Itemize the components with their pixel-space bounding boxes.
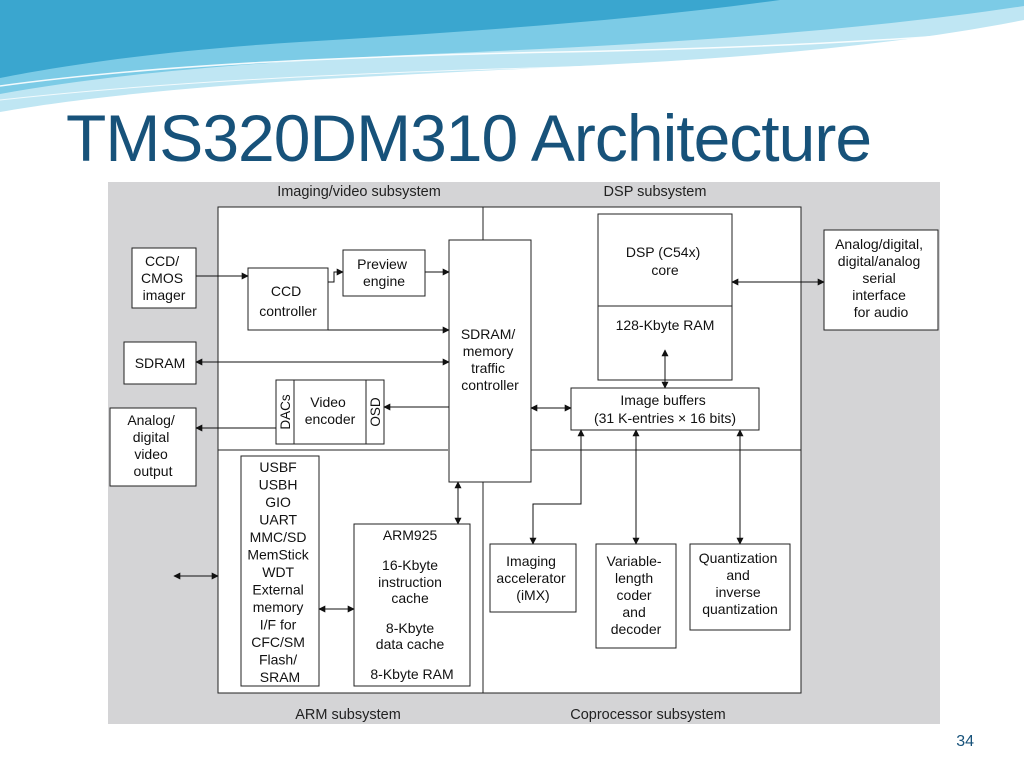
dacs-label: DACs [278, 394, 293, 430]
ccd-imager-box [131, 247, 197, 309]
sdram-box [123, 341, 197, 385]
dsp-ram-label: 128-Kbyte RAM [616, 317, 715, 333]
page-number: 34 [956, 733, 974, 750]
section-label-imaging-video: Imaging/video subsystem [277, 184, 441, 200]
section-label-dsp: DSP subsystem [604, 184, 707, 200]
preview-engine-label: Preview engine [357, 256, 411, 289]
sdram-controller-box [448, 239, 532, 483]
arrow-ccd-controller-to-preview [328, 268, 344, 283]
header-wave-decoration [0, 0, 1024, 112]
section-label-coprocessor: Coprocessor subsystem [570, 707, 726, 723]
sdram-controller-label: SDRAM/ memory traffic controller [461, 326, 519, 393]
quantization-label: Quantization and inverse quantization [699, 550, 782, 617]
architecture-diagram: Imaging/video subsystem DSP subsystem AR… [108, 182, 940, 724]
vlc-box [595, 543, 677, 649]
preview-engine-box [342, 249, 426, 297]
video-output-label: Analog/ digital video output [127, 412, 178, 479]
ccd-controller-label: CCD controller [259, 283, 317, 319]
ccd-controller-box [247, 267, 329, 331]
audio-interface-label: Analog/digital, digital/analog serial in… [835, 236, 927, 320]
vlc-label: Variable- length coder and decoder [607, 553, 666, 637]
imaging-accelerator-box [489, 543, 577, 613]
peripherals-label: USBF USBH GIO UART MMC/SD MemStick WDT E… [247, 459, 312, 685]
video-output-box [109, 407, 197, 487]
image-buffers-label: Image buffers (31 K-entries × 16 bits) [594, 392, 736, 426]
video-encoder-label: Video encoder [305, 394, 356, 427]
imaging-accelerator-label: Imaging accelerator (iMX) [496, 553, 569, 603]
peripherals-box [240, 455, 320, 687]
slide-title: TMS320DM310 Architecture [66, 101, 872, 175]
arm925-label: ARM925 16-Kbyte instruction cache 8-Kbyt… [370, 527, 453, 682]
quantization-box [689, 543, 791, 631]
arrow-image-buffers-to-imx [529, 429, 585, 545]
image-buffers-box [570, 387, 760, 431]
audio-interface-box [823, 229, 939, 331]
section-label-arm: ARM subsystem [295, 707, 401, 723]
osd-label: OSD [368, 397, 383, 427]
dsp-core-label: DSP (C54x) core [626, 244, 704, 278]
ccd-imager-label: CCD/ CMOS imager [141, 253, 187, 303]
sdram-label: SDRAM [135, 355, 186, 371]
arm925-box [353, 523, 471, 687]
